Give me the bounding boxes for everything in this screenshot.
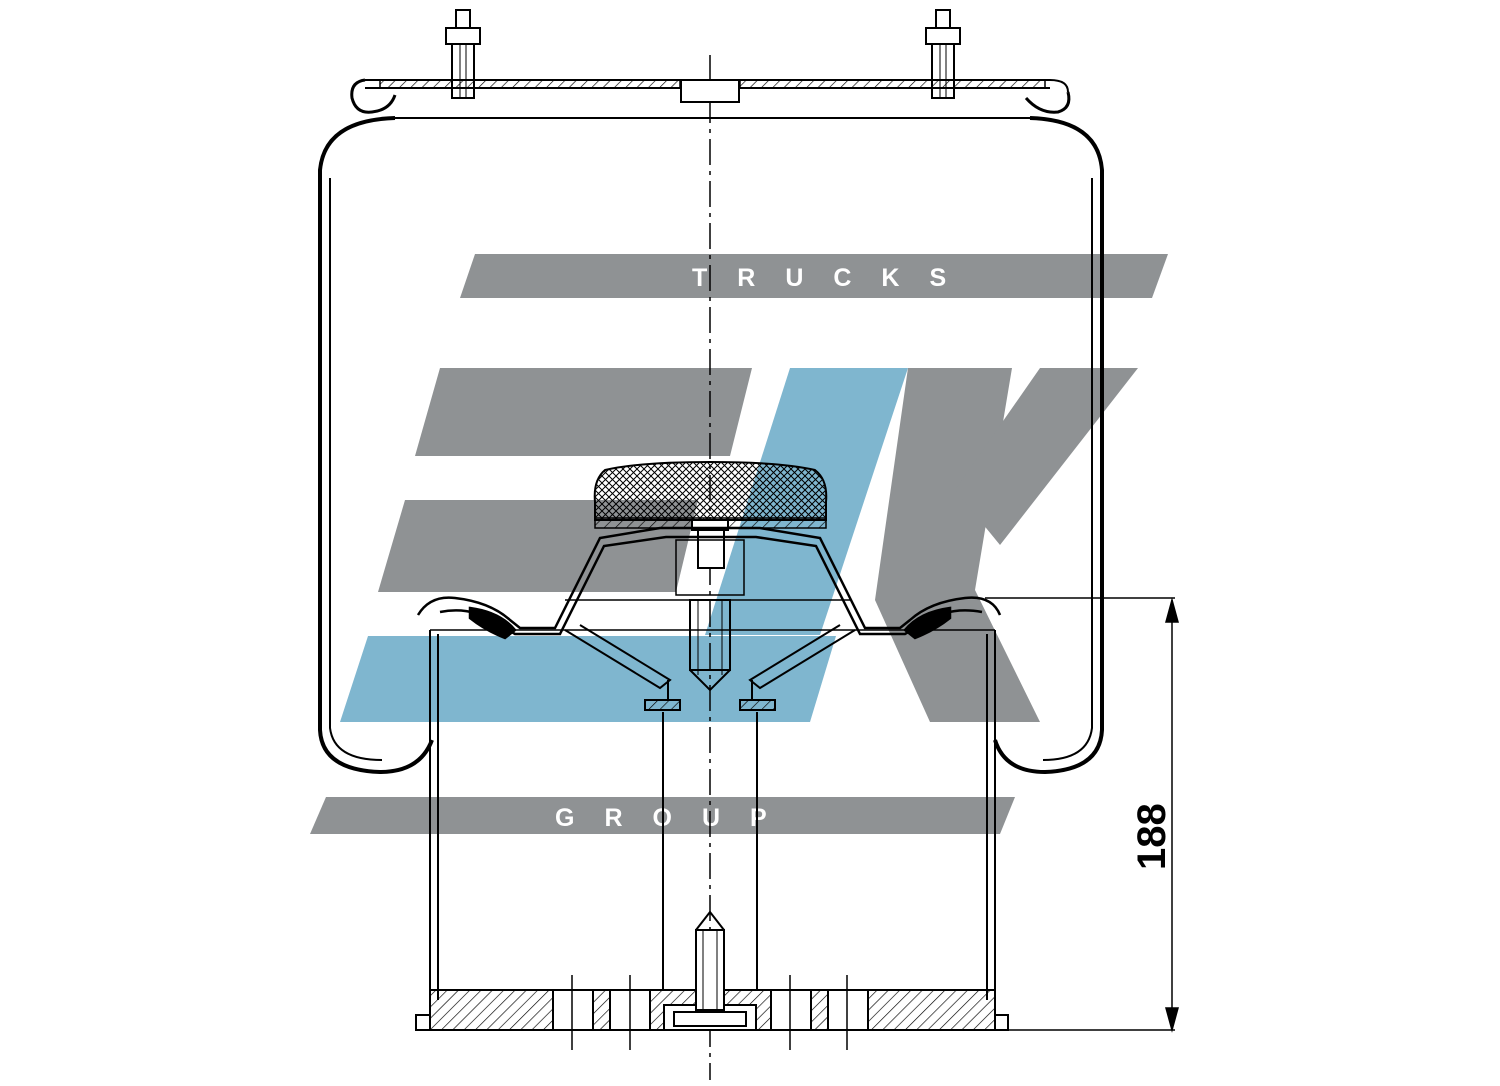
piston-inner-bracket (564, 624, 856, 711)
bottom-stud (673, 910, 747, 1027)
top-stud-right (925, 9, 961, 99)
piston-skirt (429, 630, 996, 1000)
top-plate (350, 78, 1071, 119)
center-bolt (675, 539, 745, 692)
watermark-bar-e-top (415, 368, 752, 456)
piston-crown (416, 526, 1175, 640)
watermark-text-group: GROUP (555, 804, 797, 832)
rubber-bellows (318, 116, 1104, 775)
technical-drawing (318, 9, 1179, 1080)
watermark-blue-bar (340, 636, 836, 722)
dimension-label: 188 (1130, 803, 1174, 870)
top-stud-left (445, 9, 481, 99)
top-plate-center-port (680, 79, 740, 103)
watermark-text-trucks: TRUCKS (692, 264, 976, 292)
bump-stop (593, 460, 828, 569)
height-dimension (1005, 597, 1179, 1033)
watermark-logo: TRUCKS GROUP (310, 254, 1168, 834)
watermark-bar-top (460, 254, 1168, 298)
